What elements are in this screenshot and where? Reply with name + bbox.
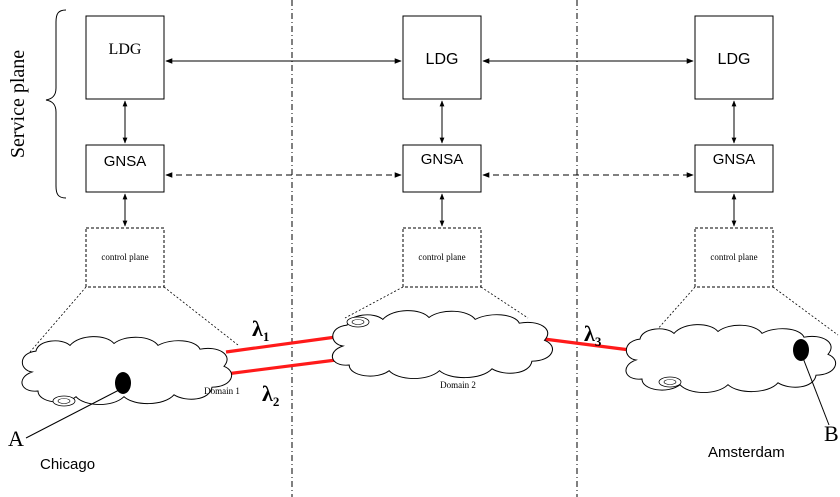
router-icon	[52, 395, 76, 407]
control-plane-box-domain-2[interactable]: control plane	[402, 227, 482, 288]
control-plane-box-domain-3[interactable]: control plane	[694, 227, 774, 288]
ldg-box-domain-1[interactable]: LDG	[85, 15, 165, 100]
domain-1-cloud[interactable]: Domain 1	[21, 336, 240, 407]
router-icon	[346, 316, 370, 328]
service-plane-brace	[45, 9, 67, 199]
endpoint-a-city: Chicago	[40, 456, 95, 473]
domain-2-cloud[interactable]: Domain 2	[331, 310, 554, 390]
control-plane-label-domain-1: control plane	[101, 252, 148, 262]
lambda-2-fiber	[225, 358, 337, 376]
control-plane-box-domain-1[interactable]: control plane	[85, 227, 165, 288]
domain-3-cloud[interactable]	[625, 324, 837, 394]
projection-line-d3-right	[772, 286, 839, 336]
endpoint-b-letter: B	[824, 421, 839, 446]
ldg-label-domain-2: LDG	[426, 51, 459, 68]
ldg-box-domain-2[interactable]: LDG	[402, 15, 482, 100]
ldg-box-domain-3[interactable]: LDG	[694, 15, 774, 100]
service-plane-label: Service plane	[7, 50, 29, 158]
gnsa-box-domain-1[interactable]: GNSA	[85, 144, 165, 193]
gnsa-box-domain-3[interactable]: GNSA	[694, 144, 774, 193]
lambda-3-fiber	[543, 337, 631, 352]
ldg-label-domain-3: LDG	[718, 51, 751, 68]
projection-line-d2-right	[480, 286, 529, 319]
endpoint-b-node[interactable]	[793, 339, 809, 361]
gnsa-box-domain-2[interactable]: GNSA	[402, 144, 482, 193]
projection-line-d2-left	[344, 286, 404, 319]
endpoint-a-node[interactable]	[115, 372, 131, 394]
lambda-1-fiber	[225, 335, 337, 354]
domain-1-label: Domain 1	[204, 386, 240, 396]
endpoint-a-letter: A	[8, 426, 24, 451]
domain-2-label: Domain 2	[440, 380, 476, 390]
lambda-3-label: λ3	[584, 321, 602, 349]
lambda-1-label: λ1	[252, 316, 269, 344]
endpoint-b-pointer	[802, 357, 830, 426]
lambda-2-label: λ2	[262, 381, 279, 409]
control-plane-label-domain-2: control plane	[418, 252, 465, 262]
ldg-label-domain-1: LDG	[109, 41, 142, 58]
endpoint-a-pointer	[25, 389, 120, 439]
gnsa-label-domain-1: GNSA	[104, 153, 147, 170]
gnsa-label-domain-3: GNSA	[713, 151, 756, 168]
endpoint-b-city: Amsterdam	[708, 444, 785, 461]
gnsa-label-domain-2: GNSA	[421, 151, 464, 168]
control-plane-label-domain-3: control plane	[710, 252, 757, 262]
router-icon	[658, 376, 682, 388]
projection-line-d1-right	[163, 286, 239, 346]
